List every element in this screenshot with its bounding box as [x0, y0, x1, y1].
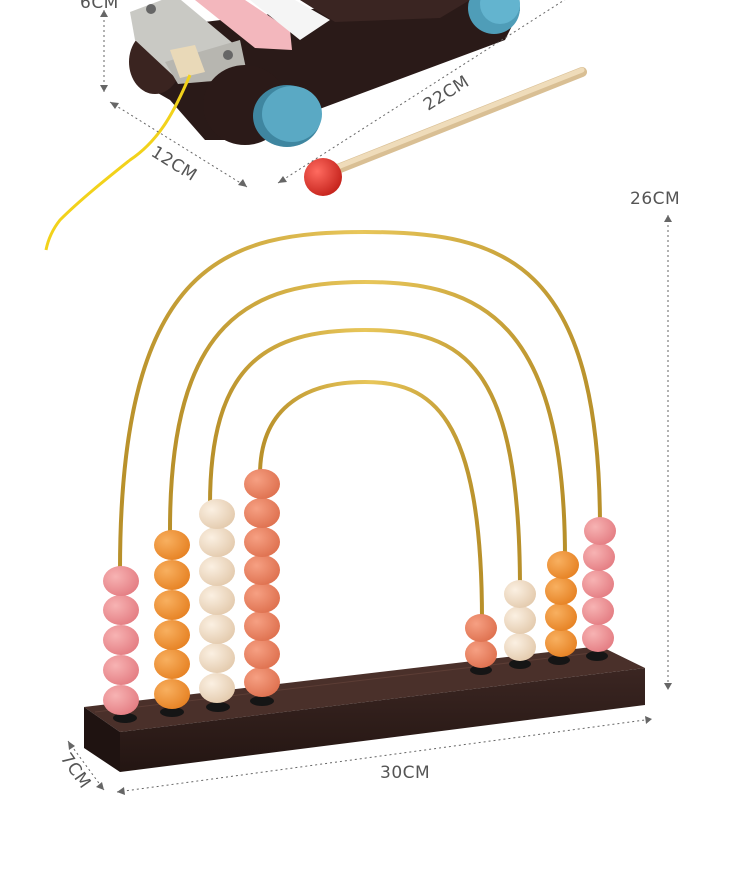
mallet — [304, 67, 587, 196]
xylophone-width-label: 12CM — [147, 142, 200, 186]
bead — [504, 580, 536, 608]
metal-arches — [118, 229, 602, 622]
bead-column-orange-right — [545, 551, 579, 657]
xylophone-bar-white — [250, 0, 330, 40]
bead-column-cream-right — [504, 580, 536, 661]
bead — [244, 555, 280, 585]
bead — [154, 560, 190, 590]
bead — [103, 595, 139, 625]
bead — [465, 614, 497, 642]
xylophone-bar-pink — [195, 0, 292, 50]
bead — [154, 530, 190, 560]
bead — [584, 517, 616, 545]
bead — [154, 679, 190, 709]
bead-column-orange-left — [154, 530, 190, 709]
bead — [199, 527, 235, 557]
bead — [244, 469, 280, 499]
bead — [199, 614, 235, 644]
abacus-depth-label: 7CM — [56, 749, 95, 792]
bead — [582, 570, 614, 598]
bead — [244, 527, 280, 557]
bead-column-pink-right — [582, 517, 616, 652]
xylophone-toy — [44, 0, 520, 251]
bead — [103, 566, 139, 596]
bead — [545, 577, 577, 605]
bead — [199, 673, 235, 703]
rainbow-abacus — [84, 229, 645, 772]
bead — [545, 629, 577, 657]
bead — [199, 585, 235, 615]
bead — [244, 639, 280, 669]
bead — [199, 499, 235, 529]
bead — [244, 583, 280, 613]
bead — [103, 655, 139, 685]
bead-column-cream-left — [199, 499, 235, 703]
bead — [154, 590, 190, 620]
bead — [582, 624, 614, 652]
bead — [504, 633, 536, 661]
abacus-dimension-lines — [67, 215, 669, 793]
mallet-head — [304, 158, 342, 196]
bead — [154, 649, 190, 679]
bead — [547, 551, 579, 579]
bead — [583, 543, 615, 571]
bead — [199, 643, 235, 673]
bead — [504, 606, 536, 634]
xylophone-length-label: 22CM — [420, 72, 473, 116]
bead — [244, 611, 280, 641]
arch-second — [168, 279, 567, 560]
arch-inner — [258, 379, 484, 622]
bead — [244, 667, 280, 697]
arch-third — [208, 327, 522, 592]
bead — [103, 685, 139, 715]
bead — [465, 640, 497, 668]
bead-column-coral-left — [244, 469, 280, 697]
bead — [545, 603, 577, 631]
xylophone-dimension-lines — [103, 0, 566, 188]
xylophone-height-label: 6CM — [80, 0, 119, 13]
bead — [199, 556, 235, 586]
bead — [582, 597, 614, 625]
bead-column-pink-left — [103, 566, 139, 715]
pull-string — [44, 74, 192, 251]
arch-outer — [118, 229, 602, 572]
bead — [154, 620, 190, 650]
abacus-length-label: 30CM — [380, 763, 430, 783]
bead-column-coral-right — [465, 614, 497, 668]
bead — [103, 625, 139, 655]
bead — [244, 498, 280, 528]
abacus-height-label: 26CM — [630, 189, 680, 209]
